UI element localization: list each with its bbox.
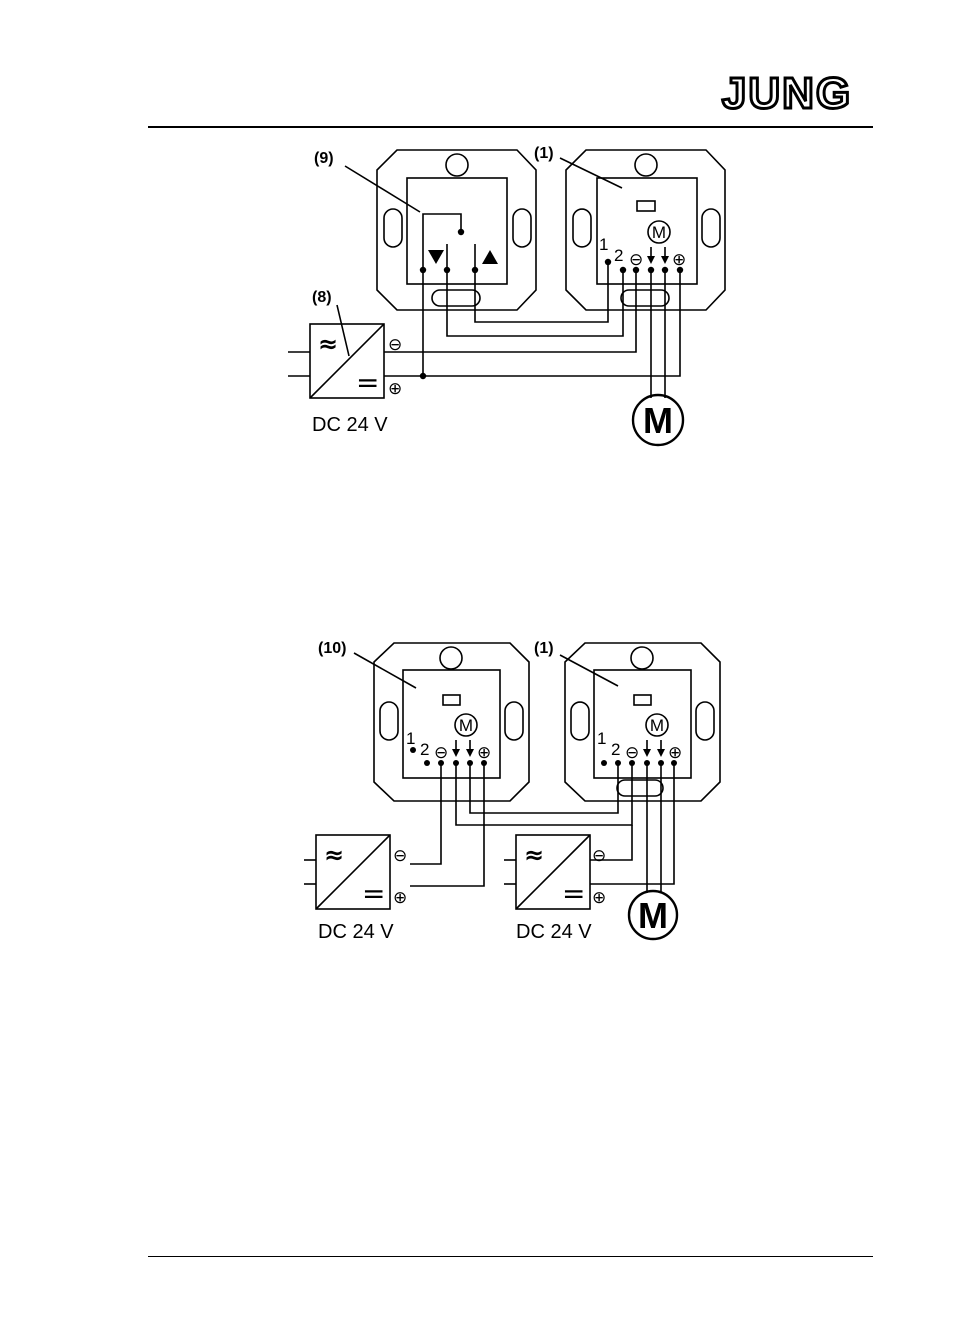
right-terminal-2: 2 [611,740,620,759]
ref-8: (8) [312,289,332,306]
left-insert [402,669,501,779]
psu-right-caption: DC 24 V [516,921,592,943]
right-frame [564,642,721,802]
left-frame [376,149,537,311]
psu-caption: DC 24 V [312,414,388,436]
up-arrow-icon [482,250,498,264]
terminal-plus: ⊕ [672,250,686,269]
psu-minus: ⊖ [388,335,402,354]
motor-label: M [638,895,668,936]
right-terminal-plus: ⊕ [668,743,682,762]
right-insert [596,177,698,285]
footer-rule [148,1256,873,1257]
ref-9: (9) [314,150,334,167]
motor-1 [631,393,685,447]
ref-10: (10) [318,640,346,657]
psu-left-caption: DC 24 V [318,921,394,943]
wiring-diagram-2: (10) (1) 1 2 ⊖ ⊕ 1 2 ⊖ ⊕ M M ≈ = ⊖ ⊕ ≈ =… [304,640,721,943]
psu-left-plus: ⊕ [393,888,407,907]
motor-symbol: M [652,223,666,242]
psu-8 [309,323,385,399]
header-rule [148,126,873,128]
psu-right-plus: ⊕ [592,888,606,907]
wiring-diagram-1: (9) (1) (8) 1 2 ⊖ ⊕ M ≈ = ⊖ ⊕ M DC 24 V [288,145,726,447]
left-frame [373,642,530,802]
right-motor-symbol: M [650,716,664,735]
left-motor-symbol: M [459,716,473,735]
ref-1: (1) [534,145,554,162]
psu-left-dc: = [362,877,385,910]
ref-1: (1) [534,640,554,657]
right-insert [593,669,692,779]
motor-2 [627,889,679,941]
psu-left-ac: ≈ [324,841,344,869]
left-terminal-minus: ⊖ [434,743,448,762]
psu-right [515,834,591,910]
psu-plus: ⊕ [388,379,402,398]
psu-ac-symbol: ≈ [318,330,338,358]
psu-dc-symbol: = [356,366,379,399]
terminal-minus: ⊖ [629,250,643,269]
terminal-2: 2 [614,246,623,265]
left-insert [406,177,508,285]
psu-left-minus: ⊖ [393,846,407,865]
jung-logo: JUNG [720,70,852,114]
motor-label: M [643,400,673,441]
right-frame [565,149,726,311]
psu-right-minus: ⊖ [592,846,606,865]
left-terminal-1: 1 [406,729,415,748]
psu-right-ac: ≈ [524,841,544,869]
right-terminal-1: 1 [597,729,606,748]
psu-right-dc: = [562,877,585,910]
down-arrow-icon [428,250,444,264]
terminal-1: 1 [599,235,608,254]
right-terminal-minus: ⊖ [625,743,639,762]
psu-left [315,834,391,910]
brand-text: JUNG [722,70,852,114]
left-terminal-plus: ⊕ [477,743,491,762]
left-terminal-2: 2 [420,740,429,759]
